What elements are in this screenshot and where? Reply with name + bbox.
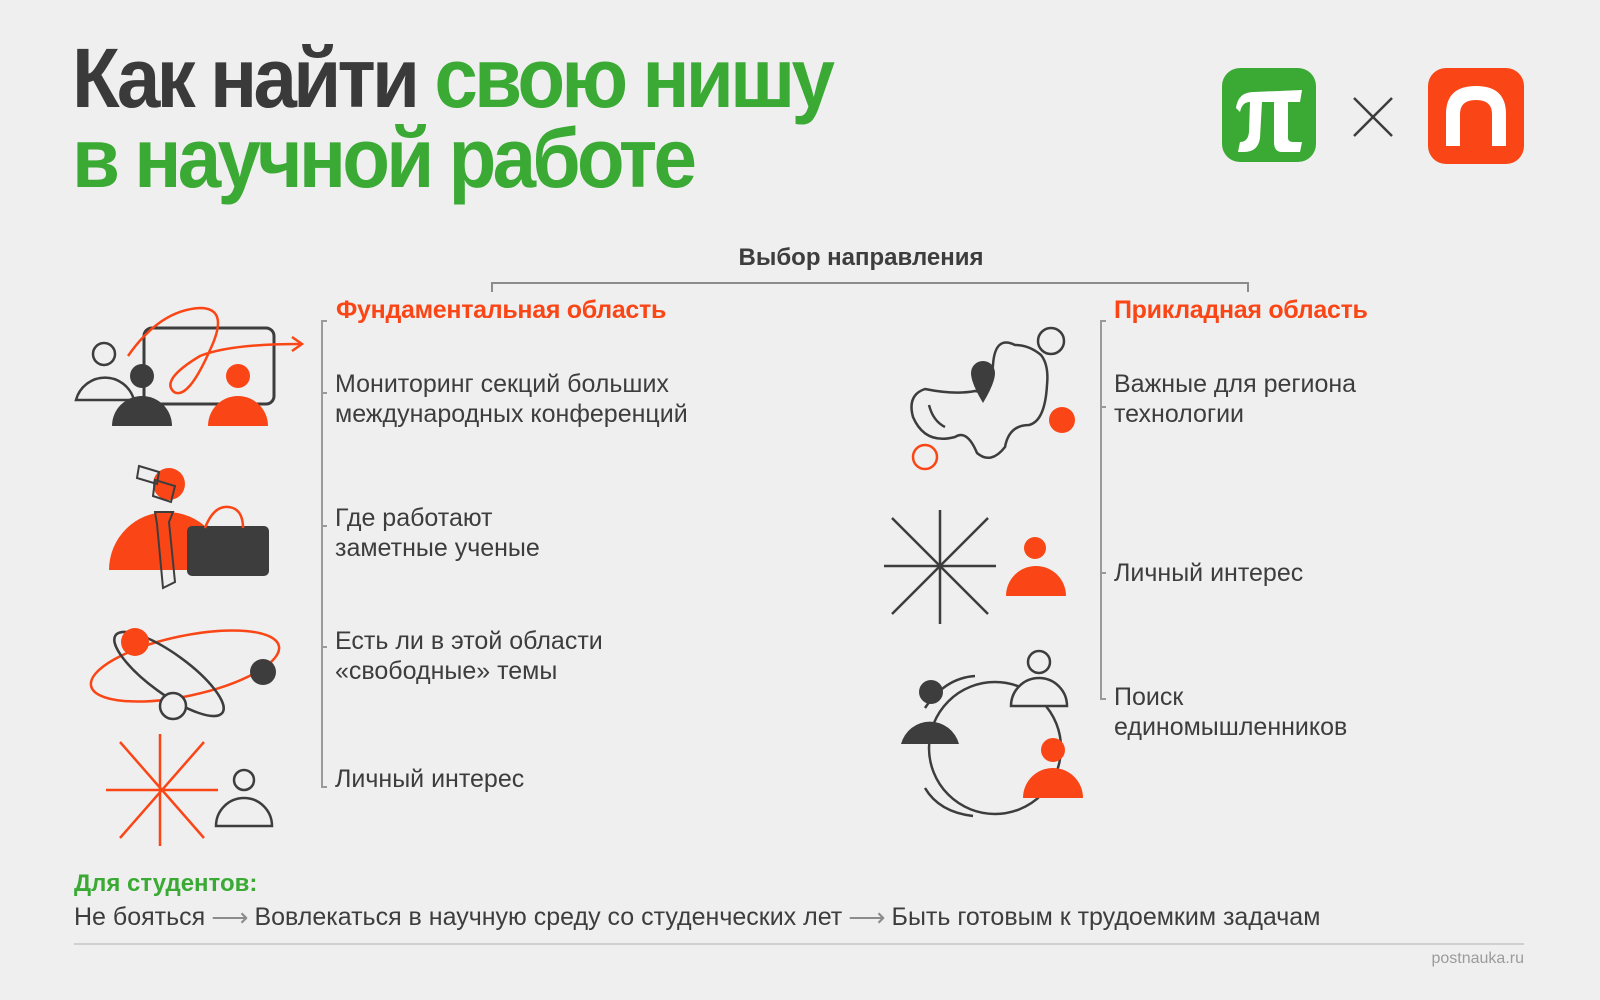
community-icon — [901, 649, 1083, 818]
item-line: Личный интерес — [335, 765, 525, 793]
fundamental-item: Есть ли в этой области «свободные» темы — [335, 626, 603, 686]
tick — [321, 320, 327, 322]
title-green-part: свою нишу — [434, 31, 835, 125]
students-label: Для студентов: — [74, 870, 258, 897]
choice-title: Выбор направления — [738, 244, 984, 271]
applied-item: Личный интерес — [1114, 558, 1303, 588]
item-line: Личный интерес — [1114, 559, 1304, 587]
tick — [1100, 698, 1106, 700]
tick — [321, 525, 327, 527]
item-line: Поиск — [1114, 683, 1184, 711]
applied-item: Поиск единомышленников — [1114, 682, 1347, 742]
conference-icon — [74, 306, 305, 426]
item-line: международных конференций — [335, 400, 688, 428]
tick — [321, 392, 327, 394]
tick — [1100, 406, 1106, 408]
step-2: Вовлекаться в научную среду со студенчес… — [254, 903, 843, 931]
title-dark-part: Как найти — [72, 31, 420, 125]
title-line2: в научной работе — [72, 111, 697, 205]
item-line: Мониторинг секций больших — [335, 370, 669, 398]
tick — [1100, 320, 1106, 322]
item-line: технологии — [1114, 400, 1245, 428]
item-line: Где работают — [335, 504, 493, 532]
item-line: Важные для региона — [1114, 370, 1357, 398]
site-link[interactable]: postnauka.ru — [1431, 950, 1524, 967]
orbit-icon — [89, 628, 281, 721]
tick — [321, 786, 327, 788]
footer-divider — [74, 943, 1524, 945]
item-line: «свободные» темы — [335, 657, 558, 685]
students-path: Не бояться ⟶ Вовлекаться в научную среду… — [74, 902, 1320, 933]
fundamental-line — [321, 320, 323, 788]
fundamental-item: Где работают заметные ученые — [335, 503, 540, 563]
item-line: заметные ученые — [335, 534, 540, 562]
choice-bracket — [491, 282, 1249, 292]
spark-person-icon — [106, 734, 274, 846]
pi-logo-icon — [1222, 68, 1316, 162]
applied-item: Важные для региона технологии — [1114, 369, 1356, 429]
tick — [1100, 572, 1106, 574]
times-icon — [1352, 96, 1394, 138]
spark-person-icon — [884, 510, 1066, 624]
arrow-right-icon: ⟶ — [211, 902, 249, 932]
applied-heading: Прикладная область — [1114, 296, 1368, 324]
tick — [321, 646, 327, 648]
arrow-right-icon: ⟶ — [848, 902, 886, 932]
n-logo-icon — [1428, 68, 1524, 164]
scientist-icon — [109, 464, 269, 590]
item-line: Есть ли в этой области — [335, 627, 603, 655]
page-title: Как найти свою нишу в научной работе — [72, 36, 835, 205]
fundamental-item: Личный интерес — [335, 764, 524, 794]
fundamental-heading: Фундаментальная область — [336, 296, 667, 324]
step-3: Быть готовым к трудоемким задачам — [891, 903, 1321, 931]
step-1: Не бояться — [74, 903, 206, 931]
applied-line — [1100, 320, 1102, 700]
item-line: единомышленников — [1114, 713, 1348, 741]
fundamental-item: Мониторинг секций больших международных … — [335, 369, 688, 429]
region-map-icon — [910, 326, 1075, 471]
